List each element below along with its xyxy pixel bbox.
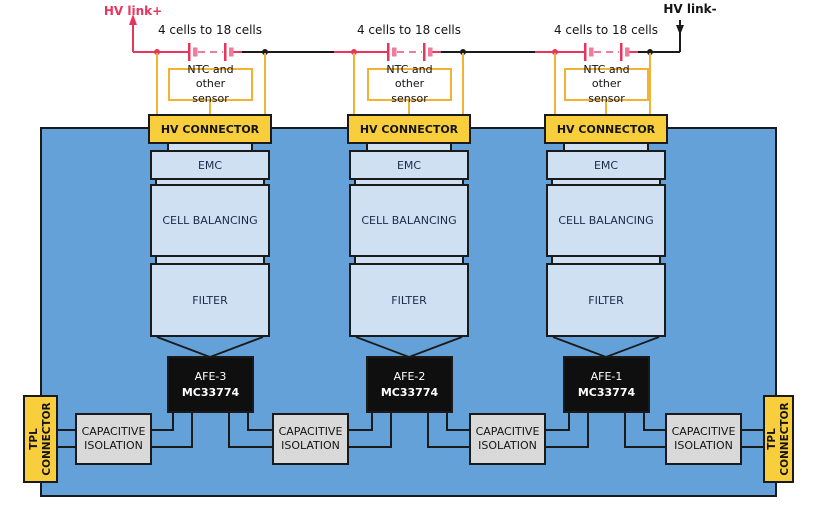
ntc-sensor-box: NTC and other sensor <box>367 63 452 105</box>
filter-box: FILTER <box>546 263 666 337</box>
battery-cell-icon <box>229 47 234 57</box>
battery-cell-icon <box>625 47 630 57</box>
battery-cell-icon <box>224 43 227 61</box>
capacitive-isolation-box: CAPACITIVE ISOLATION <box>665 413 742 465</box>
junction-dot <box>262 49 268 55</box>
hv-link-plus-label: HV link+ <box>103 4 163 18</box>
cells-range-label: 4 cells to 18 cells <box>553 23 658 37</box>
battery-cell-icon <box>423 43 426 61</box>
junction-dot <box>154 49 160 55</box>
capacitive-isolation-box: CAPACITIVE ISOLATION <box>272 413 349 465</box>
hv-connector-box: HV CONNECTOR <box>347 114 471 144</box>
junction-dot <box>552 49 558 55</box>
afe-part-number: MC33774 <box>577 385 636 399</box>
hv-link-minus-label: HV link- <box>663 2 717 16</box>
cell-balancing-box: CELL BALANCING <box>349 184 469 257</box>
cells-range-label: 4 cells to 18 cells <box>157 23 262 37</box>
tpl-connector-label: TPL CONNECTOR <box>27 402 53 476</box>
hv-connector-box: HV CONNECTOR <box>148 114 272 144</box>
emc-box: EMC <box>546 150 666 180</box>
afe-chip-box: AFE-3 MC33774 <box>167 356 254 413</box>
afe-part-number: MC33774 <box>181 385 240 399</box>
afe-name: AFE-1 <box>590 369 623 383</box>
battery-cell-icon <box>428 47 433 57</box>
ntc-sensor-box: NTC and other sensor <box>564 63 649 105</box>
battery-cell-icon <box>193 47 198 57</box>
emc-box: EMC <box>150 150 270 180</box>
tpl-connector-label: TPL CONNECTOR <box>765 402 791 476</box>
filter-box: FILTER <box>349 263 469 337</box>
cell-balancing-box: CELL BALANCING <box>150 184 270 257</box>
tpl-connector-right: TPL CONNECTOR <box>763 395 794 483</box>
battery-cell-icon <box>589 47 594 57</box>
junction-dot <box>460 49 466 55</box>
filter-box: FILTER <box>150 263 270 337</box>
battery-cell-icon <box>387 43 390 61</box>
battery-cell-icon <box>188 43 191 61</box>
tpl-connector-left: TPL CONNECTOR <box>23 395 58 483</box>
afe-name: AFE-2 <box>393 369 426 383</box>
battery-cell-icon <box>392 47 397 57</box>
afe-chip-box: AFE-2 MC33774 <box>366 356 453 413</box>
emc-box: EMC <box>349 150 469 180</box>
hv-connector-box: HV CONNECTOR <box>544 114 668 144</box>
afe-part-number: MC33774 <box>380 385 439 399</box>
afe-name: AFE-3 <box>194 369 227 383</box>
junction-dot <box>351 49 357 55</box>
cells-range-label: 4 cells to 18 cells <box>356 23 461 37</box>
battery-cell-icon <box>584 43 587 61</box>
cell-balancing-box: CELL BALANCING <box>546 184 666 257</box>
junction-dot <box>647 49 653 55</box>
capacitive-isolation-box: CAPACITIVE ISOLATION <box>75 413 152 465</box>
capacitive-isolation-box: CAPACITIVE ISOLATION <box>469 413 546 465</box>
battery-cell-icon <box>620 43 623 61</box>
ntc-sensor-box: NTC and other sensor <box>168 63 253 105</box>
afe-chip-box: AFE-1 MC33774 <box>563 356 650 413</box>
